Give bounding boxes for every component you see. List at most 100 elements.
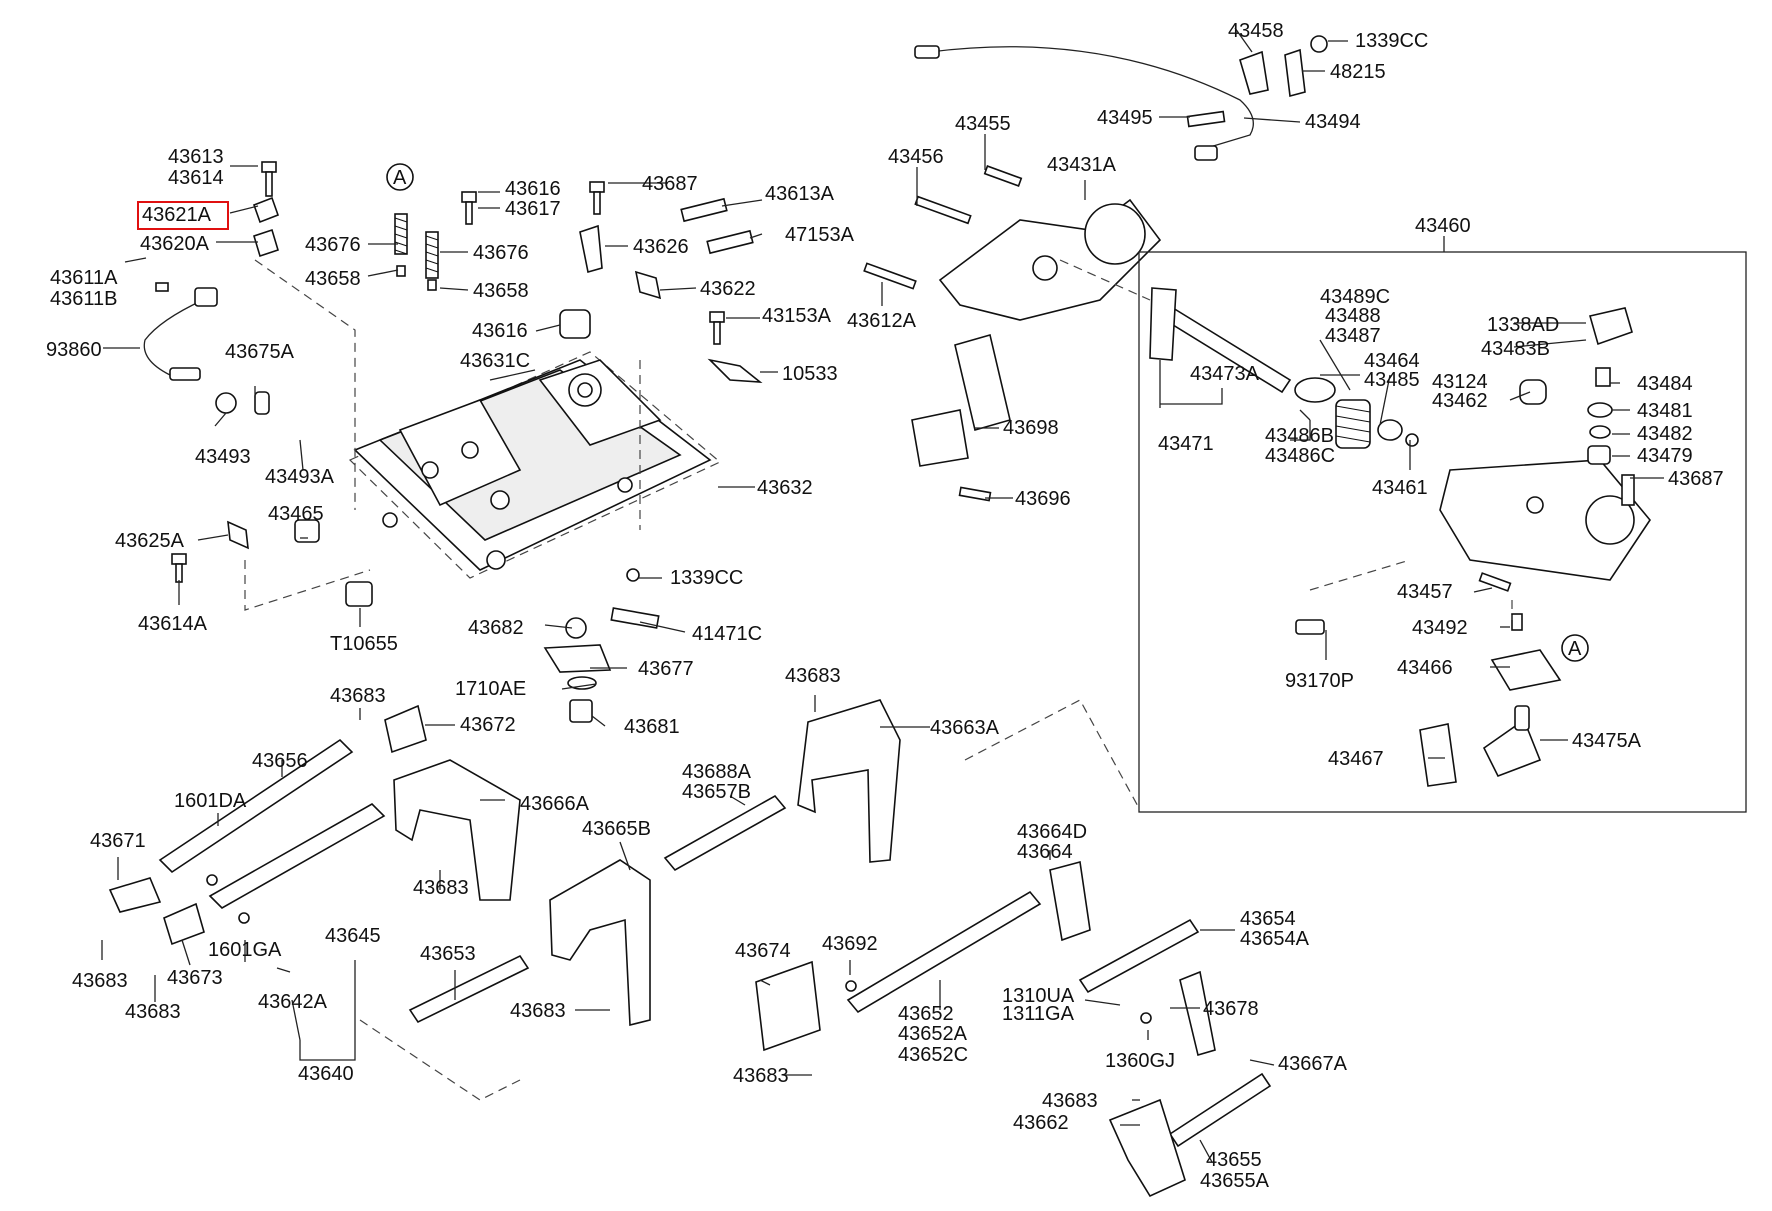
- callout: 43611B: [50, 288, 117, 310]
- callout: 43652: [898, 1003, 954, 1025]
- callout: 43652C: [898, 1044, 968, 1066]
- callout: 43683: [330, 685, 386, 707]
- callout: 43153A: [762, 305, 832, 327]
- callout: 43683: [510, 1000, 566, 1022]
- callout: 1601DA: [174, 790, 247, 812]
- callout-highlighted[interactable]: 43621A: [142, 204, 212, 226]
- callout: 43488: [1325, 305, 1381, 327]
- callout: 43479: [1637, 445, 1693, 467]
- callout: 43662: [1013, 1112, 1069, 1134]
- callout: 43632: [757, 477, 813, 499]
- callout: 43687: [1668, 468, 1724, 490]
- callout: 43642A: [258, 991, 328, 1013]
- callout: 1311GA: [1002, 1003, 1075, 1025]
- callout: 43692: [822, 933, 878, 955]
- callout: 43473A: [1190, 363, 1260, 385]
- callout: 43654A: [1240, 928, 1310, 950]
- callout: 43652A: [898, 1023, 968, 1045]
- callout: 43678: [1203, 998, 1259, 1020]
- callout: 43657B: [682, 781, 751, 803]
- callout: 43683: [413, 877, 469, 899]
- callout: 43667A: [1278, 1053, 1348, 1075]
- ref-mark-a: A: [393, 167, 407, 189]
- sensor-93860: [143, 282, 218, 381]
- callout: 43663A: [930, 717, 1000, 739]
- callout: 43653: [420, 943, 476, 965]
- callout: 43655A: [1200, 1170, 1270, 1192]
- callout: 43494: [1305, 111, 1361, 133]
- callout: 43614: [168, 167, 224, 189]
- callout: 43489C: [1320, 286, 1390, 308]
- callout: 43655: [1206, 1149, 1262, 1171]
- callout: 43677: [638, 658, 694, 680]
- callout: 43457: [1397, 581, 1453, 603]
- callout: 43683: [1042, 1090, 1098, 1112]
- callout: 1339CC: [1355, 30, 1428, 52]
- callout: 43614A: [138, 613, 208, 635]
- shift-rails-and-forks: [108, 699, 1272, 1198]
- callout: 1601GA: [208, 939, 282, 961]
- callout: 43456: [888, 146, 944, 168]
- callout: 43612A: [847, 310, 917, 332]
- callout: 43683: [785, 665, 841, 687]
- parts-drawing: [108, 35, 1747, 1198]
- callout: 43465: [268, 503, 324, 525]
- callout-labels: 43613 43614 43621A 43620A 43611A 43611B …: [46, 20, 1724, 1192]
- callout: 43676: [305, 234, 361, 256]
- callout: 43698: [1003, 417, 1059, 439]
- callout: 43495: [1097, 107, 1153, 129]
- callout: 43616: [472, 320, 528, 342]
- callout: 43616: [505, 178, 561, 200]
- ref-mark-a: A: [1568, 638, 1582, 660]
- callout: 43683: [125, 1001, 181, 1023]
- callout: 1710AE: [455, 678, 526, 700]
- callout: 43658: [473, 280, 529, 302]
- callout: 43671: [90, 830, 146, 852]
- callout: 10533: [782, 363, 838, 385]
- callout: 1339CC: [670, 567, 743, 589]
- callout: 43676: [473, 242, 529, 264]
- callout: 43683: [72, 970, 128, 992]
- shift-cover-housing: [348, 309, 722, 579]
- callout: 43467: [1328, 748, 1384, 770]
- callout: 43611A: [50, 267, 118, 289]
- callout: 43675A: [225, 341, 295, 363]
- callout: 43482: [1637, 423, 1693, 445]
- callout: 43656: [252, 750, 308, 772]
- callout: 43493: [195, 446, 251, 468]
- callout: 43466: [1397, 657, 1453, 679]
- callout: 43622: [700, 278, 756, 300]
- callout: 43471: [1158, 433, 1214, 455]
- callout: 43620A: [140, 233, 210, 255]
- clutch-cable-and-cylinder: [863, 35, 1328, 502]
- callout: 43674: [735, 940, 791, 962]
- callout: 1360GJ: [1105, 1050, 1175, 1072]
- callout: 43481: [1637, 400, 1693, 422]
- callout: 43493A: [265, 466, 335, 488]
- leader-lines: [101, 27, 1664, 1163]
- callout: 93170P: [1285, 670, 1354, 692]
- callout: 43658: [305, 268, 361, 290]
- callout: 43462: [1432, 390, 1488, 412]
- callout: 48215: [1330, 61, 1386, 83]
- callout: 43688A: [682, 761, 752, 783]
- callout: 41471C: [692, 623, 762, 645]
- callout: 43486B: [1265, 425, 1334, 447]
- callout: 43687: [642, 173, 698, 195]
- inset-frame-43460: [1138, 251, 1747, 813]
- callout: 43613: [168, 146, 224, 168]
- callout: 43487: [1325, 325, 1381, 347]
- callout: 43664D: [1017, 821, 1087, 843]
- callout: 43631C: [460, 350, 530, 372]
- callout: 43683: [733, 1065, 789, 1087]
- callout: 43486C: [1265, 445, 1335, 467]
- callout: 43464: [1364, 350, 1420, 372]
- assembly-guide-lines: [244, 259, 1513, 1101]
- callout: 43460: [1415, 215, 1471, 237]
- callout: 1310UA: [1002, 985, 1075, 1007]
- callout: 43626: [633, 236, 689, 258]
- callout: 43485: [1364, 369, 1420, 391]
- reference-marks: [386, 163, 1589, 662]
- small-hardware-left: [171, 161, 763, 723]
